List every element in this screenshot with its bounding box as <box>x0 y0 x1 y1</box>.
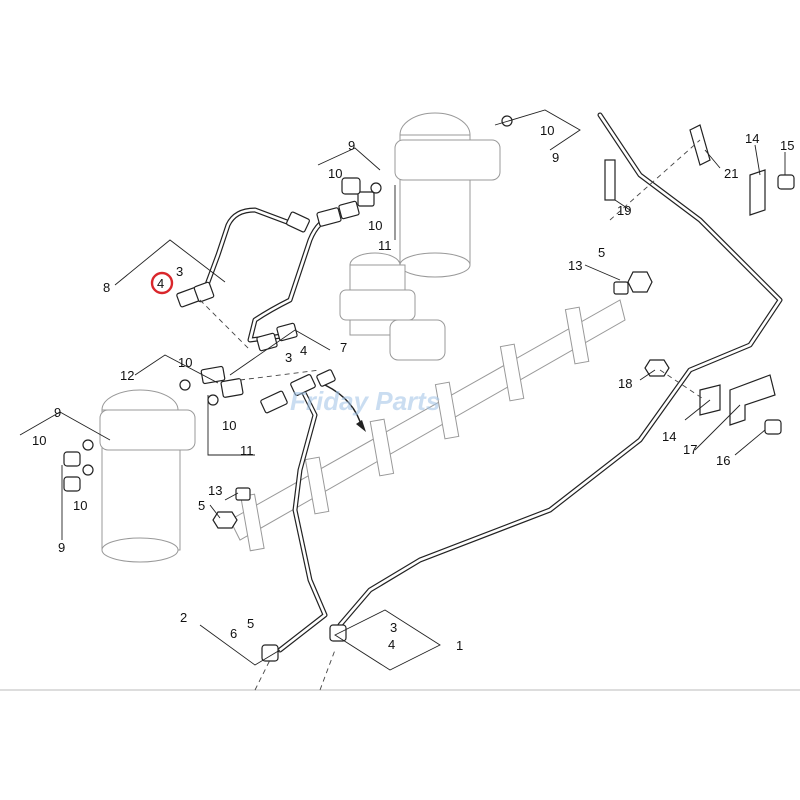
pipe-2 <box>277 382 328 653</box>
callout-14-top: 14 <box>745 131 759 146</box>
pipe-7 <box>247 212 338 343</box>
leader-lines <box>19 109 786 671</box>
callout-8: 8 <box>103 280 110 295</box>
arrow-head <box>356 420 366 432</box>
callout-3-bottom: 3 <box>390 620 397 635</box>
callout-10-a: 10 <box>328 166 342 181</box>
callout-1: 1 <box>456 638 463 653</box>
callout-21: 21 <box>724 166 738 181</box>
callout-7: 7 <box>340 340 347 355</box>
callout-4-highlighted: 4 <box>157 276 164 291</box>
callout-17: 17 <box>683 442 697 457</box>
callout-15: 15 <box>780 138 794 153</box>
callout-5-right: 5 <box>598 245 605 260</box>
engine-background <box>99 112 626 563</box>
callout-labels: 1 2 3 3 3 4 4 4 5 5 5 6 7 8 9 9 9 9 10 1… <box>32 123 794 653</box>
callout-19: 19 <box>617 203 631 218</box>
callout-13-right: 13 <box>568 258 582 273</box>
callout-3-mid: 3 <box>285 350 292 365</box>
callout-12: 12 <box>120 368 134 383</box>
callout-16: 16 <box>716 453 730 468</box>
callout-10-d: 10 <box>178 355 192 370</box>
pipe-8 <box>182 207 298 303</box>
callout-11-top: 11 <box>378 238 392 253</box>
highlight-circle <box>150 271 174 295</box>
callout-10-c: 10 <box>540 123 554 138</box>
callout-9-top: 9 <box>348 138 355 153</box>
callout-10-e: 10 <box>222 418 236 433</box>
callout-2: 2 <box>180 610 187 625</box>
callout-5-bottom: 5 <box>247 616 254 631</box>
callout-5-left: 5 <box>198 498 205 513</box>
callout-9-bottom: 9 <box>58 540 65 555</box>
callout-10-g: 10 <box>73 498 87 513</box>
callout-13-left: 13 <box>208 483 222 498</box>
callout-10-f: 10 <box>32 433 46 448</box>
watermark: Friday Parts <box>290 386 440 416</box>
callout-14-bottom: 14 <box>662 429 676 444</box>
callout-10-b: 10 <box>368 218 382 233</box>
callout-4-bottom: 4 <box>388 637 395 652</box>
callout-11-left: 11 <box>240 443 254 458</box>
pipe-1 <box>337 112 783 628</box>
fittings <box>63 115 795 662</box>
callout-9-left: 9 <box>54 405 61 420</box>
callout-6: 6 <box>230 626 237 641</box>
callout-3-top: 3 <box>176 264 183 279</box>
callout-18: 18 <box>618 376 632 391</box>
callout-9-right: 9 <box>552 150 559 165</box>
callout-4-mid: 4 <box>300 343 307 358</box>
